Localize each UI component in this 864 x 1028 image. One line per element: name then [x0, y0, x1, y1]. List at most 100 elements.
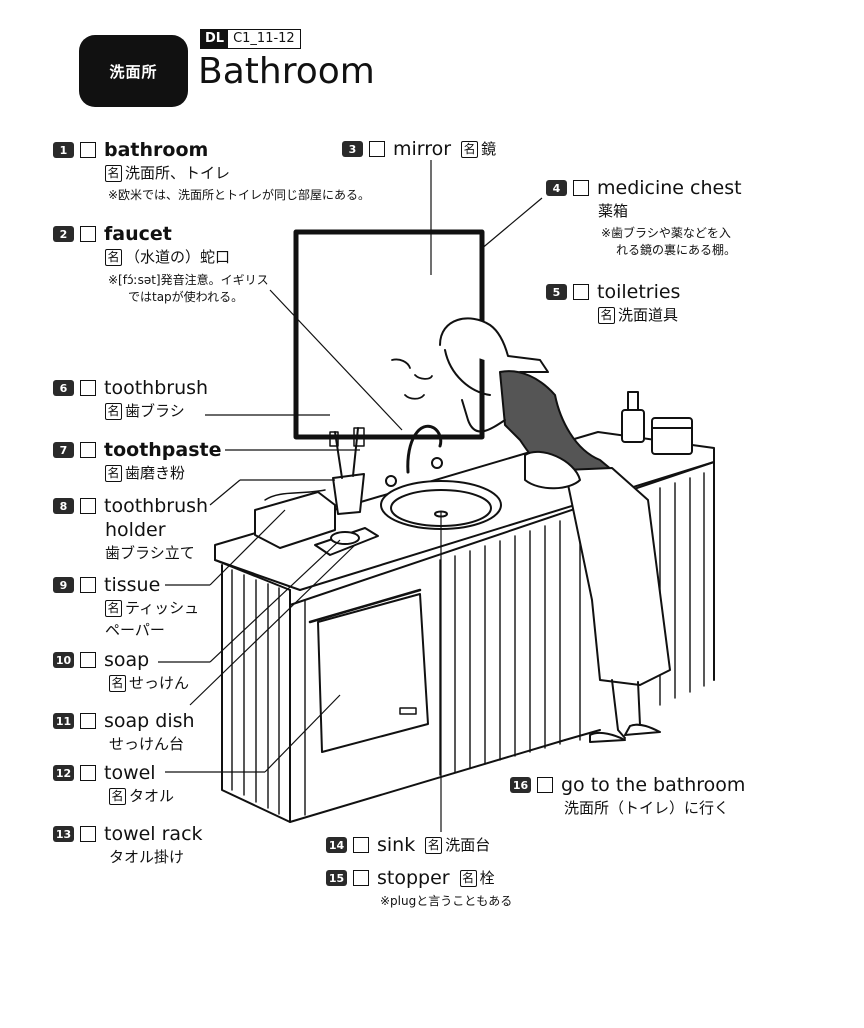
- entry-checkbox[interactable]: [80, 442, 96, 458]
- vocab-entry-7: 7 toothpaste 名歯磨き粉: [53, 438, 222, 484]
- entry-meaning: 洗面台: [445, 836, 490, 854]
- entry-word: towel: [104, 761, 156, 785]
- entry-word: sink: [377, 833, 415, 857]
- noun-mark: 名: [461, 141, 478, 158]
- entry-meaning: せっけん台: [109, 733, 195, 755]
- entry-word: towel rack: [104, 822, 203, 846]
- entry-meaning: ティッシュ: [125, 599, 199, 617]
- entry-checkbox[interactable]: [80, 498, 96, 514]
- vocab-entry-10: 10 soap 名せっけん: [53, 648, 189, 694]
- noun-mark: 名: [105, 465, 122, 482]
- entry-checkbox[interactable]: [80, 652, 96, 668]
- entry-number: 15: [326, 870, 347, 886]
- entry-meaning: 洗面所、トイレ: [125, 164, 230, 182]
- entry-number: 3: [342, 141, 363, 157]
- entry-word: toothbrush: [104, 376, 208, 400]
- entry-number: 7: [53, 442, 74, 458]
- vocab-entry-15: 15 stopper 名栓 ※plugと言うこともある: [326, 866, 512, 910]
- entry-word: toothbrush: [104, 494, 208, 518]
- entry-number: 4: [546, 180, 567, 196]
- vocab-entry-8: 8 toothbrush holder 歯ブラシ立て: [53, 494, 208, 564]
- entry-meaning: （水道の）蛇口: [125, 248, 230, 266]
- noun-mark: 名: [105, 403, 122, 420]
- entry-checkbox[interactable]: [80, 713, 96, 729]
- entry-word: tissue: [104, 573, 160, 597]
- entry-checkbox[interactable]: [80, 765, 96, 781]
- entry-checkbox[interactable]: [573, 180, 589, 196]
- vocab-entry-6: 6 toothbrush 名歯ブラシ: [53, 376, 208, 422]
- entry-number: 13: [53, 826, 74, 842]
- water-drops: [392, 359, 432, 398]
- entry-word: medicine chest: [597, 176, 742, 200]
- entry-note-2: れる鏡の裏にある棚。: [616, 242, 742, 259]
- entry-number: 5: [546, 284, 567, 300]
- vocab-entry-13: 13 towel rack タオル掛け: [53, 822, 203, 868]
- entry-number: 1: [53, 142, 74, 158]
- entry-number: 12: [53, 765, 74, 781]
- entry-word: soap: [104, 648, 149, 672]
- entry-meaning: 歯ブラシ: [125, 402, 185, 420]
- vocab-entry-9: 9tissue 名ティッシュ ペーパー: [53, 573, 199, 641]
- entry-meaning: 歯磨き粉: [125, 464, 185, 482]
- entry-word-2: holder: [105, 518, 208, 542]
- entry-word: faucet: [104, 222, 172, 246]
- entry-meaning: タオル掛け: [109, 846, 203, 868]
- entry-checkbox[interactable]: [573, 284, 589, 300]
- vocab-entry-4: 4medicine chest 薬箱 ※歯ブラシや薬などを入 れる鏡の裏にある棚…: [546, 176, 742, 259]
- entry-number: 10: [53, 652, 74, 668]
- page-title: Bathroom: [198, 50, 375, 94]
- entry-meaning: タオル: [129, 787, 174, 805]
- entry-number: 14: [326, 837, 347, 853]
- entry-meaning: 栓: [480, 869, 495, 887]
- vocab-entry-2: 2 faucet 名（水道の）蛇口 ※[fɔ́ːsət]発音注意。イギリス ではt…: [53, 222, 269, 306]
- dl-tag: DL: [201, 30, 228, 48]
- entry-checkbox[interactable]: [353, 837, 369, 853]
- entry-word: go to the bathroom: [561, 773, 745, 797]
- towel-drawing: [310, 590, 428, 752]
- entry-checkbox[interactable]: [369, 141, 385, 157]
- entry-word: toiletries: [597, 280, 680, 304]
- vocab-entry-3: 3 mirror 名鏡: [342, 137, 496, 161]
- noun-mark: 名: [105, 165, 122, 182]
- entry-word: mirror: [393, 137, 451, 161]
- noun-mark: 名: [598, 307, 615, 324]
- toothbrush-holder-drawing: [330, 428, 364, 514]
- noun-mark: 名: [425, 837, 442, 854]
- entry-checkbox[interactable]: [80, 142, 96, 158]
- entry-meaning: 洗面所（トイレ）に行く: [564, 797, 745, 819]
- entry-meaning: せっけん: [129, 674, 189, 692]
- noun-mark: 名: [460, 870, 477, 887]
- entry-number: 8: [53, 498, 74, 514]
- vocab-entry-11: 11soap dish せっけん台: [53, 709, 195, 755]
- entry-note: ※歯ブラシや薬などを入: [601, 225, 742, 242]
- entry-number: 6: [53, 380, 74, 396]
- noun-mark: 名: [105, 249, 122, 266]
- entry-number: 9: [53, 577, 74, 593]
- entry-note: ※[fɔ́ːsət]発音注意。イギリス: [108, 272, 269, 289]
- entry-number: 2: [53, 226, 74, 242]
- entry-meaning: 洗面道具: [618, 306, 678, 324]
- entry-checkbox[interactable]: [80, 380, 96, 396]
- entry-checkbox[interactable]: [80, 577, 96, 593]
- noun-mark: 名: [109, 675, 126, 692]
- dl-code: C1_11-12: [228, 30, 300, 48]
- entry-meaning: 歯ブラシ立て: [105, 542, 208, 564]
- entry-note-2: ではtapが使われる。: [128, 289, 269, 306]
- entry-note: ※plugと言うこともある: [380, 893, 512, 910]
- entry-checkbox[interactable]: [537, 777, 553, 793]
- vocab-entry-16: 16 go to the bathroom 洗面所（トイレ）に行く: [510, 773, 745, 819]
- vocab-entry-14: 14 sink 名洗面台: [326, 833, 490, 857]
- entry-word: stopper: [377, 866, 450, 890]
- entry-number: 16: [510, 777, 531, 793]
- entry-checkbox[interactable]: [80, 826, 96, 842]
- entry-meaning: 鏡: [481, 140, 496, 158]
- vocab-entry-1: 1bathroom 名洗面所、トイレ ※欧米では、洗面所とトイレが同じ部屋にある…: [53, 138, 370, 204]
- vocab-entry-12: 12towel 名タオル: [53, 761, 174, 807]
- entry-checkbox[interactable]: [353, 870, 369, 886]
- entry-word: toothpaste: [104, 438, 222, 462]
- entry-checkbox[interactable]: [80, 226, 96, 242]
- download-code-box: DL C1_11-12: [200, 29, 301, 49]
- entry-note: ※欧米では、洗面所とトイレが同じ部屋にある。: [108, 187, 370, 204]
- entry-meaning-2: ペーパー: [105, 619, 199, 641]
- category-badge: 洗面所: [79, 35, 188, 107]
